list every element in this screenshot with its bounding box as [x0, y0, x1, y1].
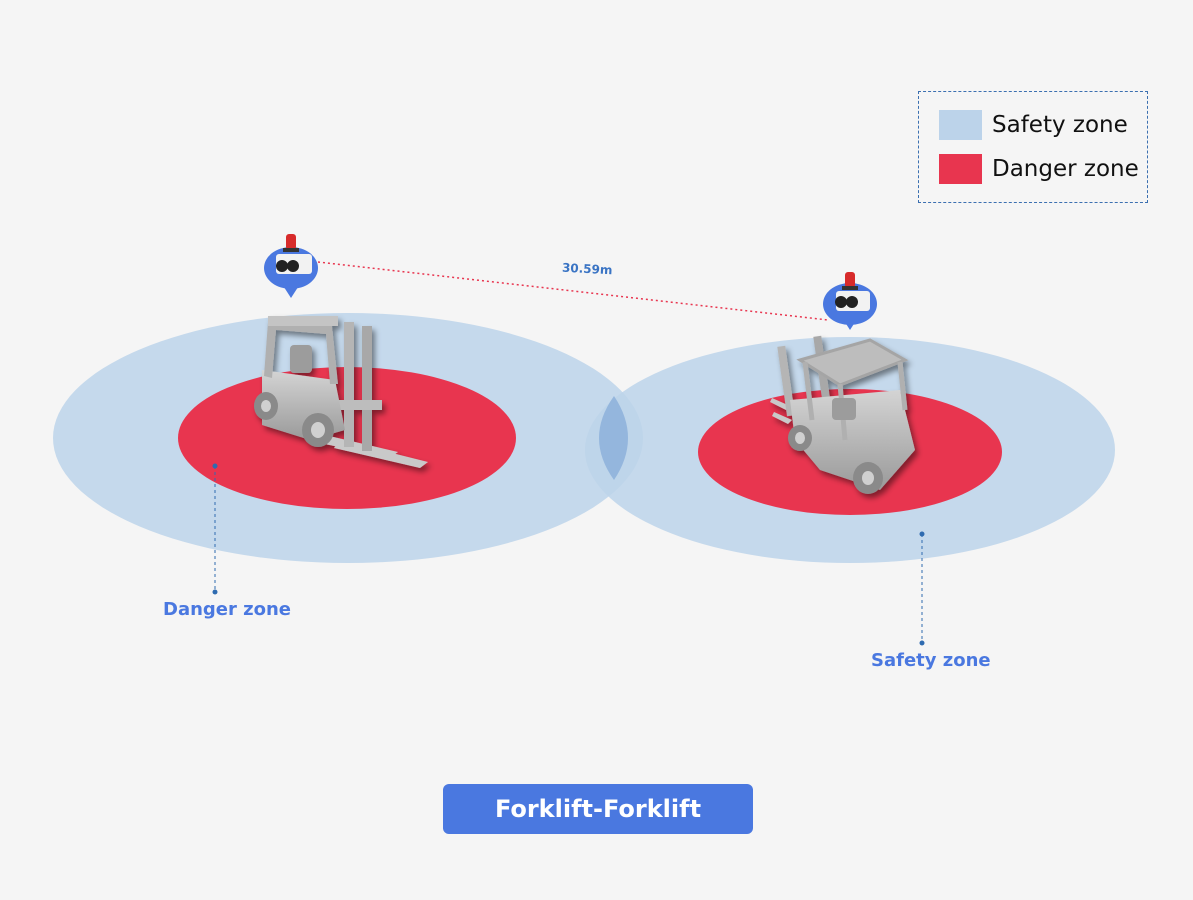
camera-alarm-icon-right	[823, 272, 877, 330]
forklift-right-image	[770, 335, 915, 494]
danger-zone-callout: Danger zone	[163, 599, 292, 620]
zone-overlap	[599, 396, 628, 480]
danger-callout-dot-top	[212, 463, 218, 469]
legend: Safety zone Danger zone	[918, 91, 1148, 203]
safety-callout-dot-bottom	[919, 640, 925, 646]
scenario-title-button[interactable]: Forklift-Forklift	[443, 784, 753, 834]
legend-label-safety: Safety zone	[992, 112, 1128, 138]
legend-item-safety: Safety zone	[939, 110, 1128, 140]
safety-callout-dot-top	[919, 531, 925, 537]
legend-swatch-danger	[939, 154, 982, 184]
camera-alarm-icon-left	[264, 234, 318, 298]
distance-label: 30.59m	[561, 260, 613, 278]
distance-line	[317, 261, 829, 321]
legend-label-danger: Danger zone	[992, 156, 1139, 182]
forklift-left-image	[254, 316, 428, 468]
legend-swatch-safety	[939, 110, 982, 140]
legend-item-danger: Danger zone	[939, 154, 1139, 184]
safety-zone-callout: Safety zone	[871, 650, 991, 671]
danger-callout-dot-bottom	[212, 589, 218, 595]
